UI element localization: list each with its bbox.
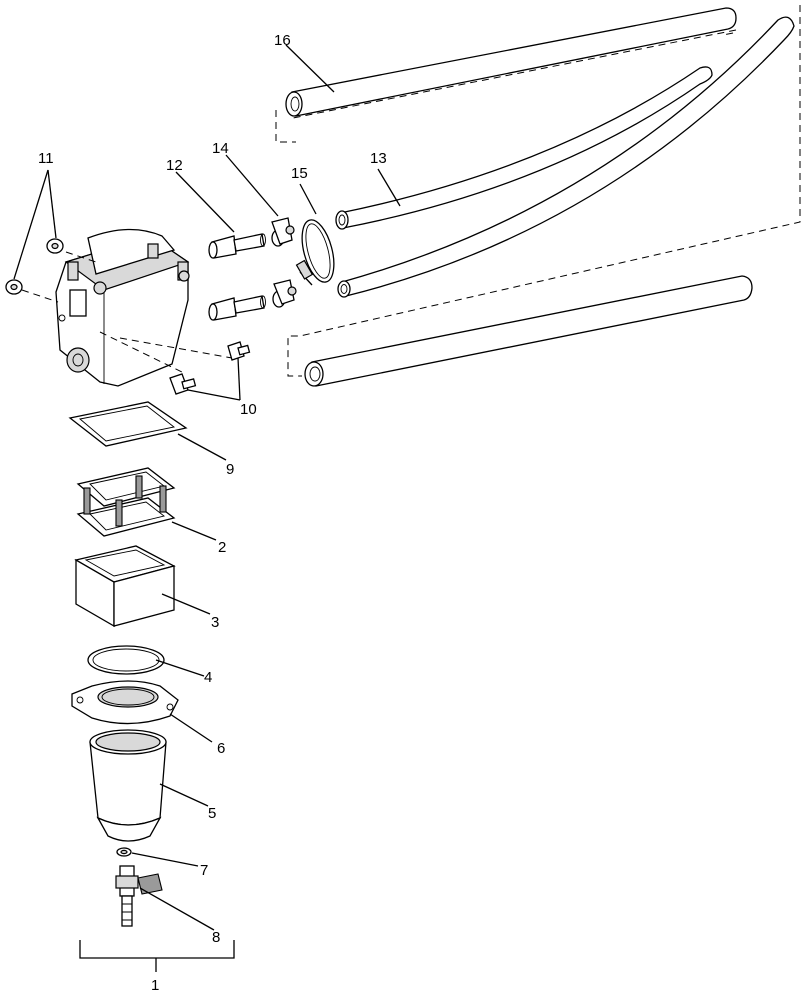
hose-16	[285, 7, 737, 117]
callout-7: 7	[200, 862, 208, 879]
hose-lower	[304, 275, 753, 387]
fitting-12-upper	[208, 233, 266, 259]
callout-16: 16	[274, 32, 291, 49]
bolt-10-upper	[227, 341, 251, 361]
callout-10: 10	[240, 401, 257, 418]
routing-line-nuts	[21, 251, 233, 375]
filter-element-3	[74, 545, 176, 628]
callout-14: 14	[212, 140, 229, 157]
routing-arrow-top	[722, 32, 734, 36]
fitting-12-lower	[208, 295, 266, 321]
bowl-5	[89, 729, 167, 842]
callout-3: 3	[211, 614, 219, 631]
drain-valve-8	[115, 865, 163, 927]
nut-11-right	[46, 238, 64, 254]
callout-4: 4	[204, 669, 212, 686]
callout-11: 11	[38, 150, 54, 167]
hose-13	[335, 66, 713, 230]
elbow-14-lower	[272, 279, 297, 308]
callout-12: 12	[166, 157, 183, 174]
nut-11-left	[5, 279, 23, 295]
callout-2: 2	[218, 539, 226, 556]
elbow-14-upper	[271, 217, 295, 247]
routing-line-top	[275, 29, 737, 143]
gasket-9	[68, 401, 188, 447]
callout-9: 9	[226, 461, 234, 478]
callout-1: 1	[151, 977, 159, 994]
hose-clamp-15	[295, 219, 335, 286]
callout-6: 6	[217, 740, 225, 757]
callout-13: 13	[370, 150, 387, 167]
filter-head-housing	[55, 228, 190, 387]
routing-line-right	[287, 5, 801, 377]
leader-lines	[13, 44, 401, 972]
washer-7	[116, 847, 132, 857]
callout-5: 5	[208, 805, 216, 822]
hose-curved-lower	[337, 16, 795, 298]
collar-6	[71, 680, 179, 725]
callouts: 11 12 14 15 13 16 10 9 2 3 4 6 5 7 8 1	[38, 32, 387, 994]
callout-15: 15	[291, 165, 308, 182]
o-ring-4	[87, 645, 165, 675]
bolt-10-lower	[169, 373, 197, 395]
spring-frame-2	[76, 467, 176, 537]
callout-8: 8	[212, 929, 220, 946]
